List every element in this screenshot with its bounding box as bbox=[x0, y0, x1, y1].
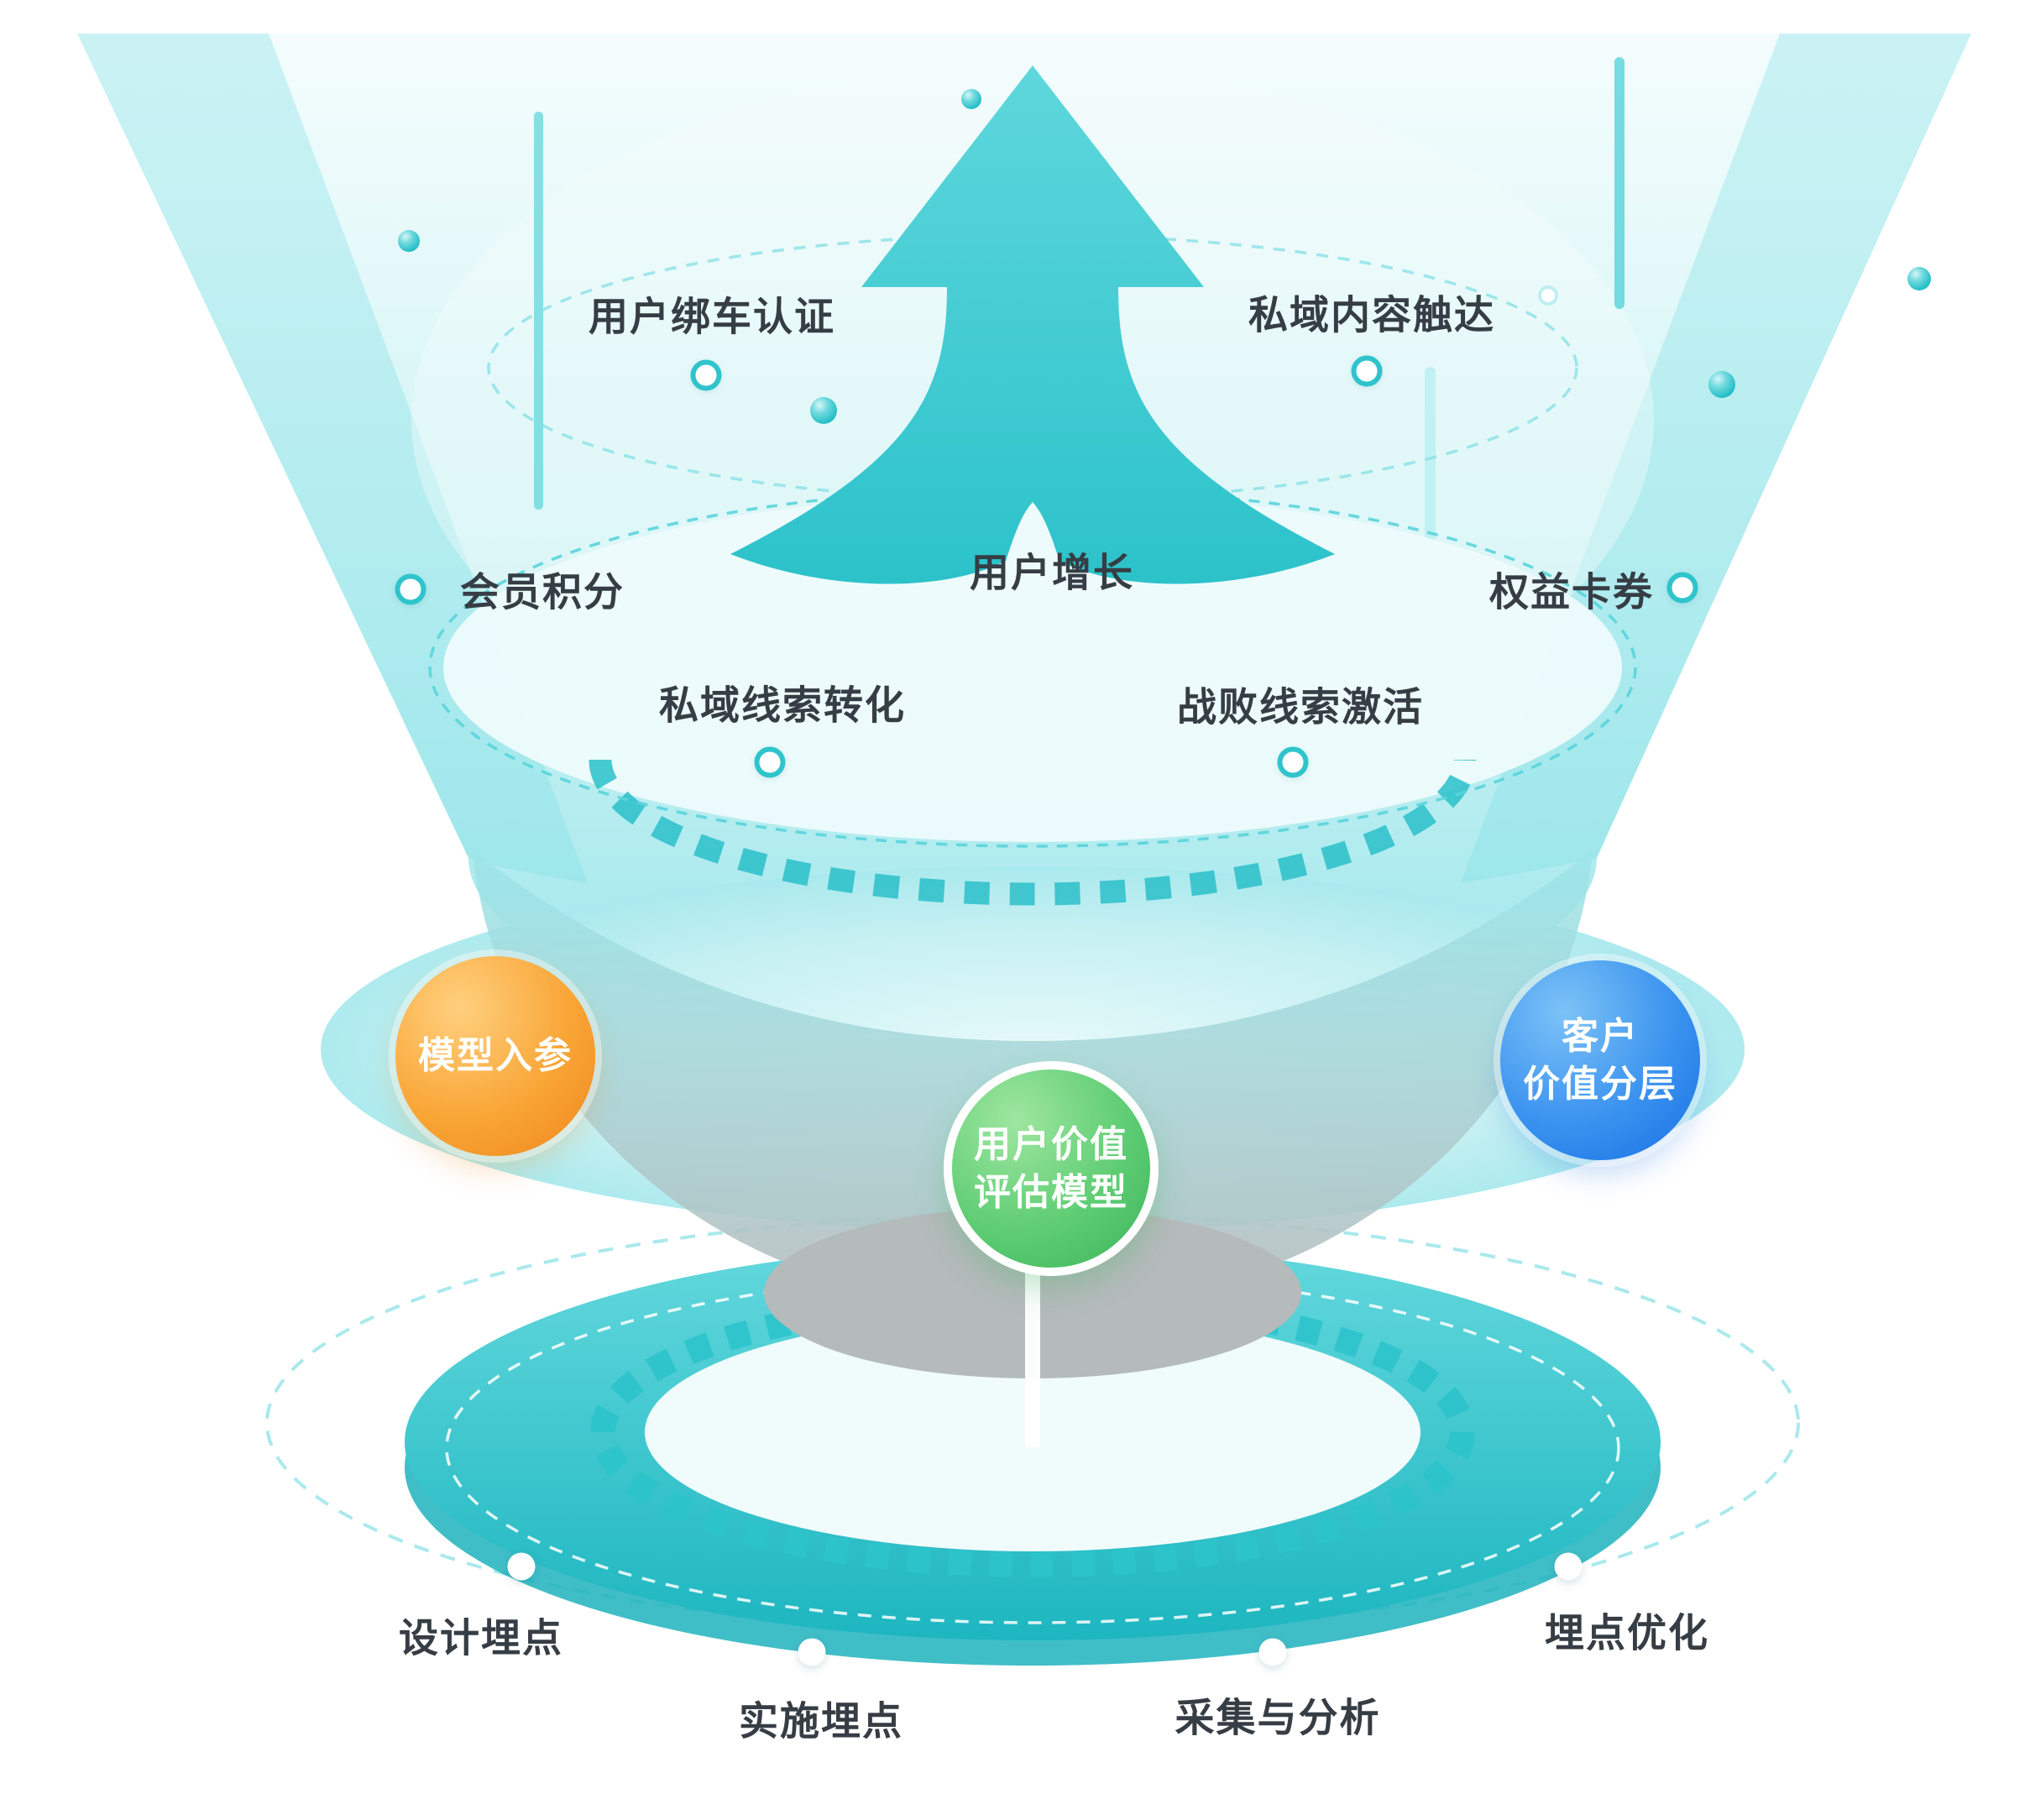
label-user-growth: 用户增长 bbox=[970, 550, 1134, 595]
top-dashed-ring bbox=[487, 233, 1578, 502]
marker-dot-user-car-binding bbox=[690, 359, 722, 391]
bowl-slit bbox=[1025, 1219, 1040, 1447]
marker-dot-implement-tracking bbox=[798, 1638, 826, 1666]
marker-dot-member-points bbox=[395, 573, 426, 605]
marker-dot-benefit-coupons bbox=[1666, 572, 1698, 604]
marker-dot-private-lead-conversion bbox=[754, 746, 786, 778]
upper-tick-ring bbox=[589, 759, 1477, 906]
marker-dot-collect-analyze bbox=[1258, 1638, 1287, 1666]
label-collect-analyze: 采集与分析 bbox=[1175, 1695, 1381, 1740]
node-user-value-model: 用户价值 评估模型 bbox=[944, 1061, 1159, 1276]
label-implement-tracking: 实施埋点 bbox=[739, 1698, 903, 1744]
marker-dot-design-tracking bbox=[507, 1552, 536, 1581]
marker-dot-tracking-optimization bbox=[1554, 1552, 1583, 1581]
label-user-car-binding: 用户绑车认证 bbox=[589, 294, 835, 339]
marker-dot-lost-lead-activation bbox=[1277, 746, 1309, 778]
bubbles bbox=[398, 89, 1931, 424]
label-private-content-reach: 私域内容触达 bbox=[1248, 292, 1495, 337]
label-design-tracking: 设计埋点 bbox=[399, 1615, 563, 1660]
label-tracking-optimization: 埋点优化 bbox=[1545, 1610, 1709, 1655]
label-member-points: 会员积分 bbox=[460, 569, 625, 615]
node-model-input: 模型入参 bbox=[395, 956, 595, 1156]
node-customer-value-tiers: 客户 价值分层 bbox=[1500, 960, 1700, 1160]
label-benefit-coupons: 权益卡券 bbox=[1489, 569, 1654, 615]
marker-dot-private-content-reach bbox=[1351, 355, 1383, 387]
growth-arrow-icon bbox=[730, 65, 1335, 584]
label-private-lead-conversion: 私域线索转化 bbox=[659, 682, 906, 728]
upper-ring bbox=[428, 487, 1637, 906]
label-lost-lead-activation: 战败线索激活 bbox=[1177, 684, 1424, 730]
